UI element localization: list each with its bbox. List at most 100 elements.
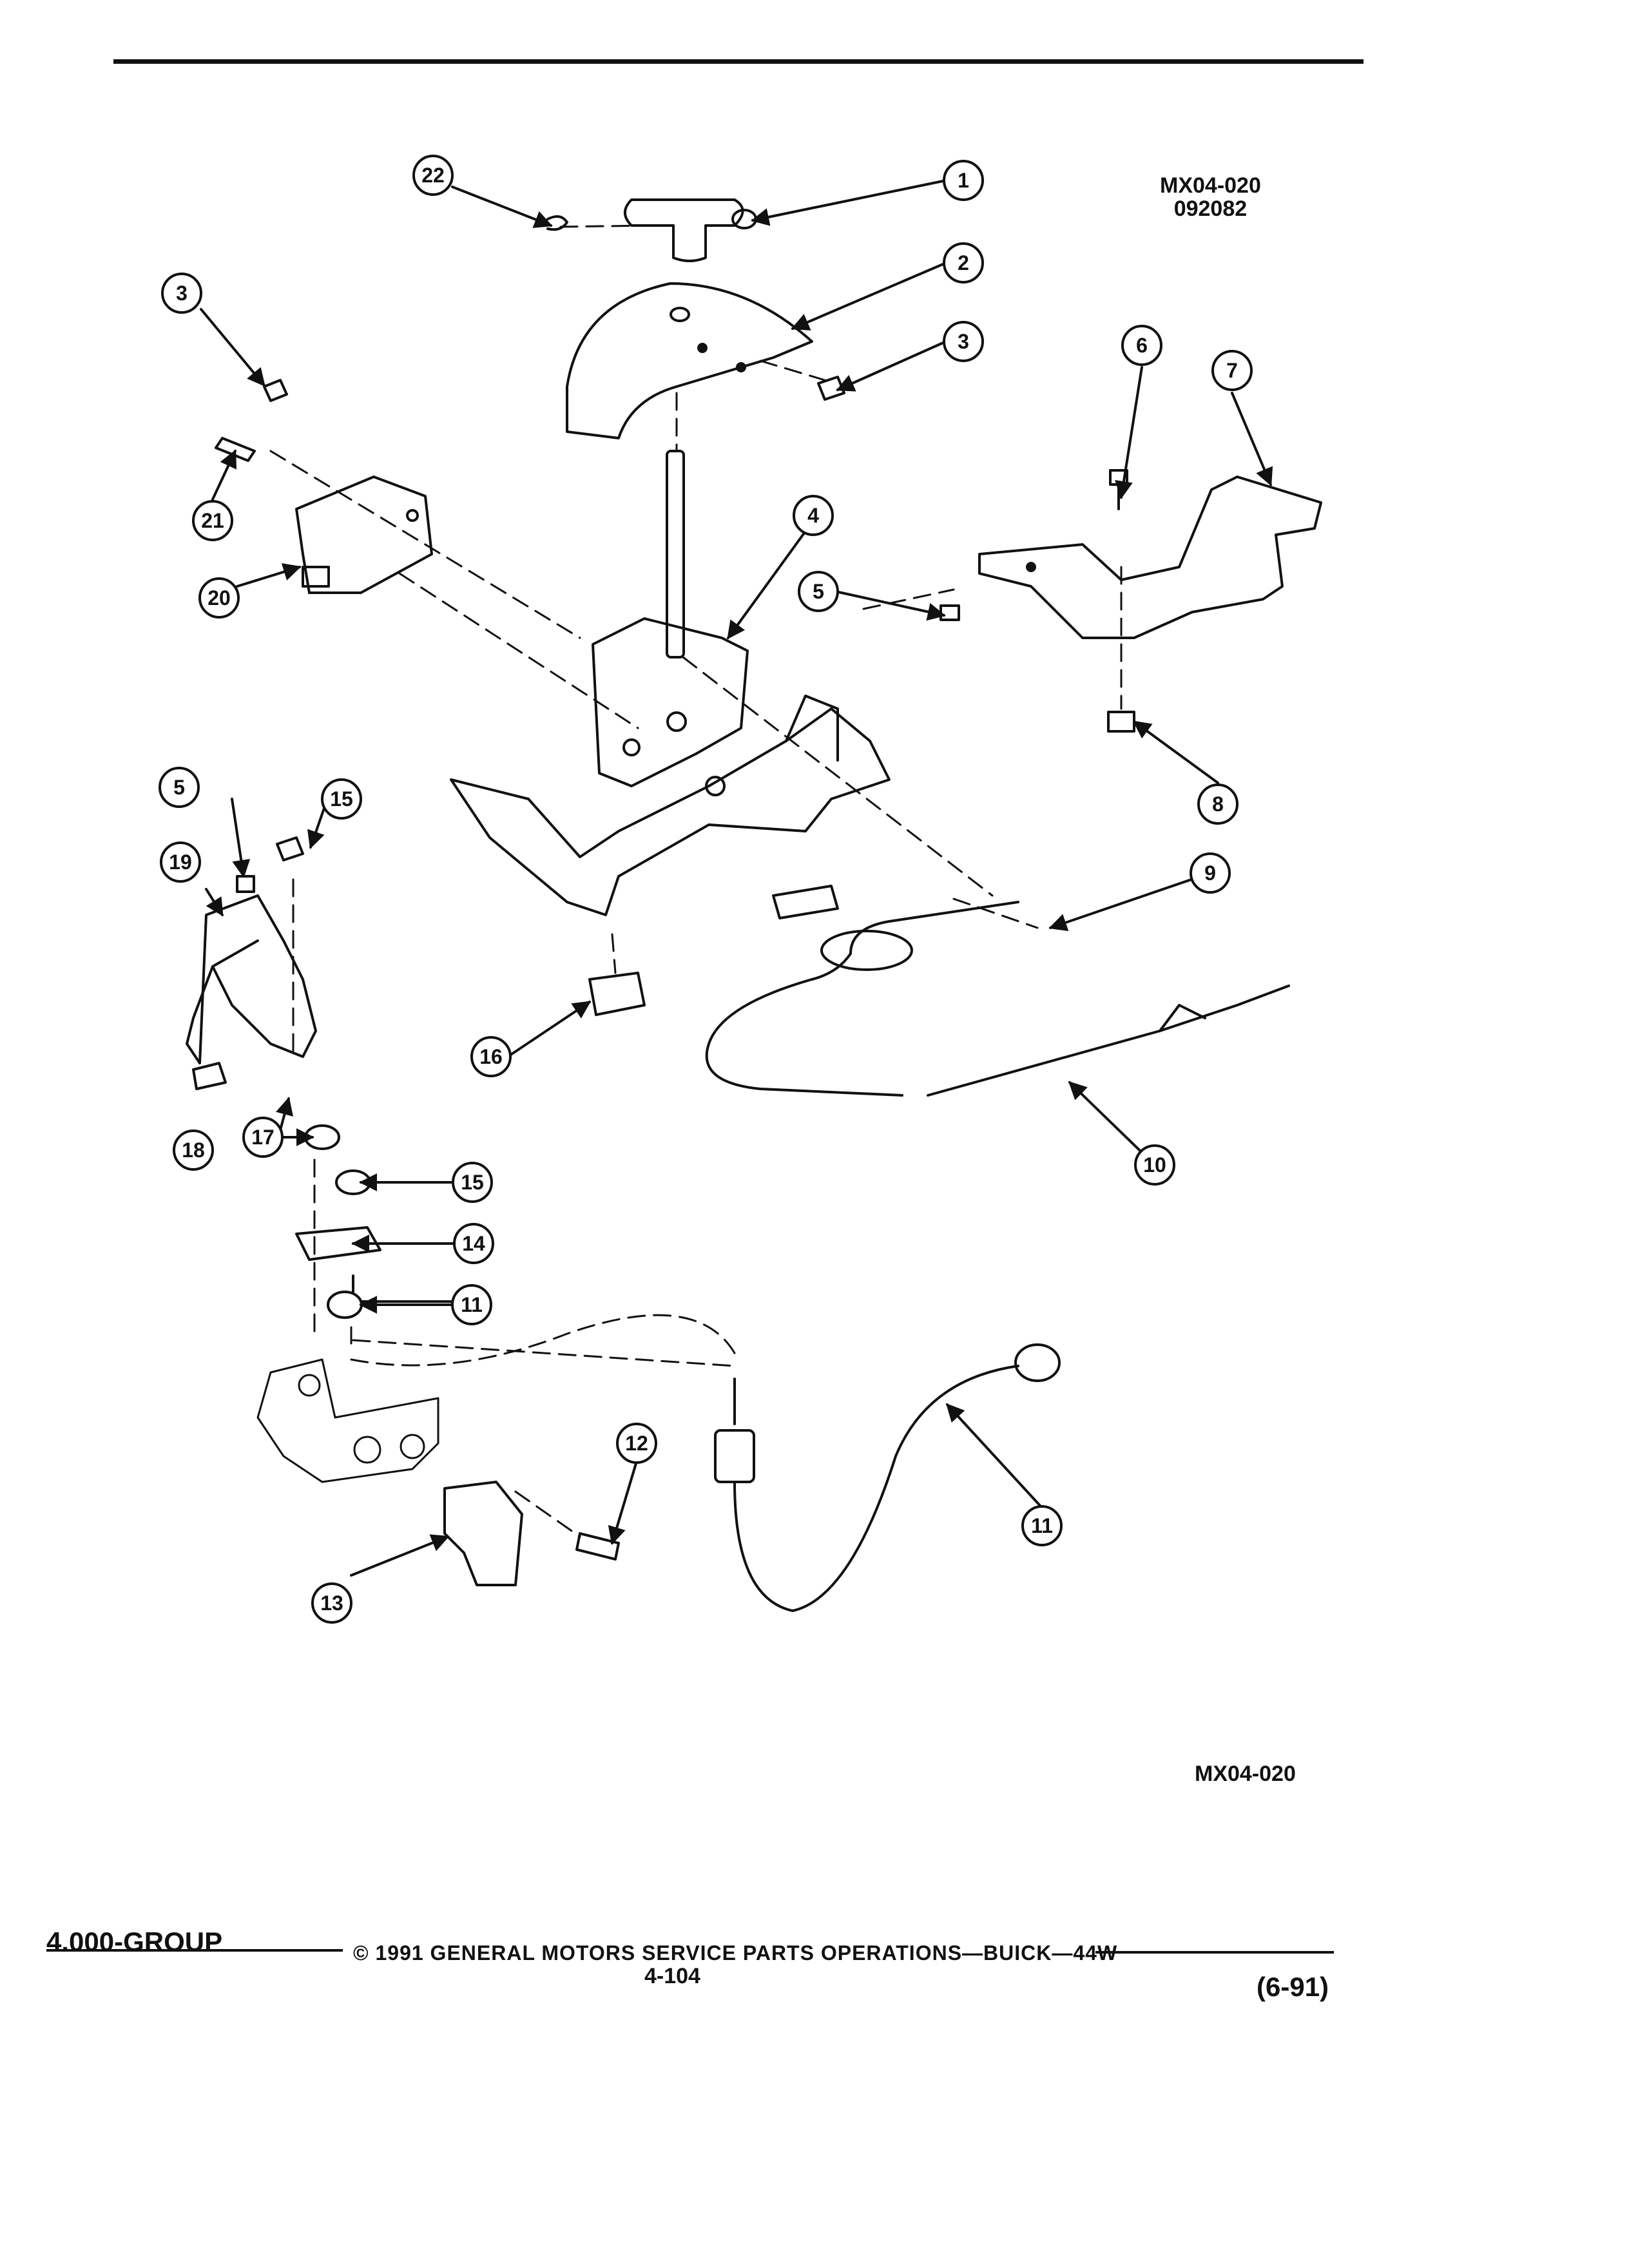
part-plate-14 [295, 1226, 381, 1261]
callout-c8: 8 [1197, 783, 1239, 825]
callout-c7: 7 [1211, 350, 1253, 391]
callout-circle [160, 841, 201, 883]
callout-c1: 1 [943, 160, 984, 201]
callout-c5a: 5 [798, 571, 839, 612]
callout-label: 4 [807, 504, 819, 527]
part-nut-15 [335, 1169, 371, 1195]
callout-c12: 12 [616, 1423, 657, 1464]
callout-circle [943, 321, 984, 362]
callout-label: 1 [958, 169, 969, 192]
callout-c16: 16 [470, 1036, 512, 1077]
callout-label: 17 [251, 1126, 275, 1149]
callout-circle [173, 1129, 214, 1171]
callout-circle [452, 1162, 493, 1203]
callout-label: 6 [1136, 334, 1148, 357]
callout-circle [311, 1582, 352, 1624]
callout-label: 19 [169, 850, 192, 874]
callout-c10: 10 [1134, 1144, 1175, 1186]
callout-c15a: 15 [321, 778, 362, 820]
callout-label: 11 [461, 1293, 483, 1316]
callout-c22: 22 [412, 155, 454, 196]
part-bolt-6 [1109, 469, 1128, 510]
callout-c11b: 11 [1021, 1505, 1063, 1546]
part-nut-17 [304, 1124, 340, 1150]
callout-circle [242, 1117, 284, 1158]
part-screw-left [263, 379, 288, 402]
callout-group: 1233455678910111112131415151617181920212… [159, 155, 1253, 1624]
callout-label: 5 [813, 580, 824, 603]
callout-circle [1021, 1505, 1063, 1546]
part-transmission-lever [256, 1358, 439, 1483]
callout-circle [161, 273, 202, 314]
callout-c15b: 15 [452, 1162, 493, 1203]
callout-c20: 20 [198, 577, 240, 619]
callout-c17: 17 [242, 1117, 284, 1158]
callout-label: 15 [461, 1171, 484, 1194]
callout-circle [198, 577, 240, 619]
footer-group: 4.000-GROUP [46, 1927, 223, 1957]
callout-circle [321, 778, 362, 820]
callout-label: 20 [207, 586, 231, 610]
callout-circle [192, 500, 233, 541]
callout-c11a: 11 [451, 1284, 492, 1325]
part-clip-16 [588, 972, 646, 1016]
part-pin [215, 437, 256, 462]
callout-c6: 6 [1121, 325, 1162, 366]
callout-label: 11 [1031, 1514, 1053, 1537]
callout-circle [1134, 1144, 1175, 1186]
callout-c3a: 3 [161, 273, 202, 314]
part-handle [624, 198, 757, 262]
footer-revision: (6-91) [1257, 1972, 1329, 2002]
part-nut-18 [192, 1062, 227, 1090]
callout-c2: 2 [943, 242, 984, 284]
callout-label: 16 [479, 1045, 503, 1068]
callout-circle [943, 160, 984, 201]
part-nut-5 [940, 604, 960, 621]
part-clip-8 [1107, 711, 1135, 733]
callout-circle [1121, 325, 1162, 366]
leader-lines [200, 179, 1273, 1577]
callout-c19: 19 [160, 841, 201, 883]
callout-c5b: 5 [159, 767, 200, 808]
part-nut-15-left [276, 836, 304, 861]
drawing-id-top: MX04-020 092082 [1160, 174, 1261, 220]
part-nut-5-left [236, 875, 255, 893]
callout-c21: 21 [192, 500, 233, 541]
callout-circle [1190, 852, 1231, 894]
callout-label: 9 [1204, 861, 1216, 885]
callout-c13: 13 [311, 1582, 352, 1624]
callout-circle [412, 155, 454, 196]
callout-label: 14 [462, 1232, 485, 1255]
callout-c4: 4 [793, 495, 834, 536]
callout-circle [1211, 350, 1253, 391]
callout-label: 10 [1143, 1153, 1166, 1177]
part-bracket-right [978, 476, 1322, 639]
callout-circle [453, 1223, 494, 1264]
callout-label: 21 [201, 509, 224, 532]
callout-circle [451, 1284, 492, 1325]
part-cable-10 [705, 901, 1290, 1097]
callout-circle [1197, 783, 1239, 825]
part-bolt-12 [575, 1532, 620, 1561]
drawing-id-line2: 092082 [1173, 197, 1248, 221]
header-rule [113, 59, 1364, 64]
callout-label: 15 [330, 787, 353, 811]
callout-c3b: 3 [943, 321, 984, 362]
callout-label: 3 [176, 282, 188, 305]
callout-circle [793, 495, 834, 536]
part-control-assembly [450, 450, 891, 916]
footer-rule-left [46, 1949, 343, 1952]
part-stud-11 [327, 1274, 363, 1319]
callout-circle [943, 242, 984, 284]
callout-label: 22 [421, 164, 445, 187]
drawing-id-bottom: MX04-020 [1195, 1762, 1296, 1786]
footer-rule-right [1095, 1951, 1334, 1954]
callout-circle [616, 1423, 657, 1464]
footer-copyright: © 1991 GENERAL MOTORS SERVICE PARTS OPER… [353, 1941, 1118, 1965]
part-cable-11 [714, 1343, 1061, 1612]
assembly-lines [269, 224, 1123, 1538]
callout-c14: 14 [453, 1223, 494, 1264]
part-clip [546, 215, 568, 231]
drawing-id-line1: MX04-020 [1160, 173, 1261, 198]
